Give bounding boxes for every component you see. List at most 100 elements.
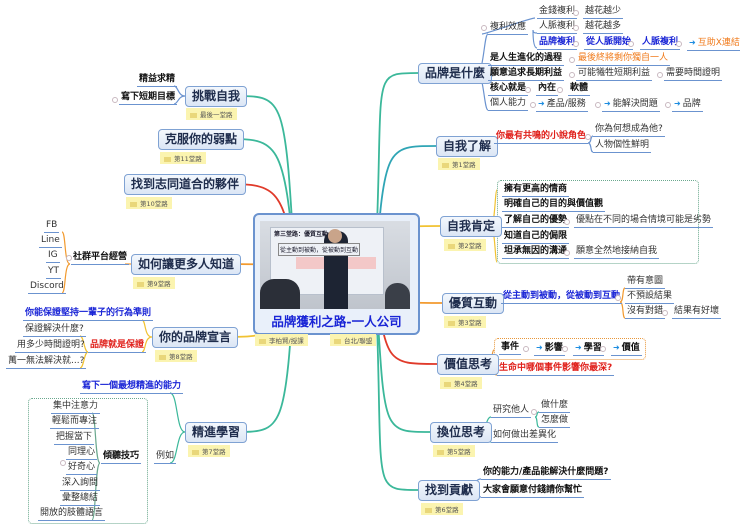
topic-learn-note: 第7堂路: [188, 445, 230, 457]
distinct-personality: 人物個性鮮明: [593, 140, 652, 153]
topic-brand[interactable]: 品牌是什麼: [418, 63, 493, 84]
branch-line: [481, 17, 538, 49]
branch-line: [61, 231, 71, 294]
topic-challenge[interactable]: 挑戰自我: [185, 86, 248, 107]
no-preset-result: 不預設結果: [625, 291, 675, 304]
affirm-item: 知道自己的侷限: [502, 231, 570, 244]
central-topic[interactable]: 第三堂路：優質互動 從主動到被動，從被動到互動 品牌獲利之路-一人公司: [253, 213, 420, 335]
connector-dot-icon: [676, 41, 682, 47]
topic-self-affirm-note: 第2堂路: [444, 239, 486, 251]
do-what: 做什麼: [539, 400, 571, 413]
connector-dot-icon: [600, 346, 606, 352]
platform-yt: YT: [46, 266, 61, 279]
connector-dot-icon: [628, 41, 634, 47]
connector-dot-icon: [662, 310, 668, 316]
how-to-do: 怎麼做: [539, 415, 571, 428]
pay-for-help: 大家會願意付錢請你幫忙: [481, 485, 585, 498]
connector-dot-icon: [562, 346, 568, 352]
connector-dot-icon: [564, 250, 570, 256]
lecture-photo: 第三堂路：優質互動 從主動到被動，從被動到互動: [260, 221, 410, 309]
branch-line: [534, 411, 540, 428]
life-event-question: 生命中哪個事件影響你最深?: [497, 363, 615, 376]
connector-dot-icon: [569, 72, 575, 78]
core-is: 核心就是: [488, 83, 529, 96]
connector-dot-icon: [531, 409, 537, 415]
accept-self: 願意全然地接納自我: [574, 246, 660, 259]
connector-dot-icon: [525, 87, 531, 93]
branch-line: [587, 135, 594, 153]
sacrifice-short-term: 可能犧牲短期利益: [576, 68, 653, 81]
with-intent: 帶有意圖: [625, 276, 666, 289]
branch-line: [374, 271, 419, 491]
write-ability: 寫下一個最想精進的能力: [80, 381, 184, 394]
spend-less: 越花越少: [583, 6, 624, 19]
branch-line: [169, 392, 186, 464]
connector-dot-icon: [615, 295, 621, 301]
personal-ability: 個人能力: [488, 98, 529, 111]
mutual-connection: 互助X連結: [687, 37, 740, 51]
results-vary: 結果有好壞: [672, 306, 722, 319]
needs-time: 需要時間證明: [664, 68, 723, 81]
topic-challenge-note: 最後一堂路: [186, 108, 237, 120]
listening-skill-item: 彙整總結: [60, 493, 101, 506]
connector-dot-icon: [481, 25, 487, 31]
topic-interact[interactable]: 優質互動: [442, 293, 505, 314]
connector-dot-icon: [595, 102, 601, 108]
connector-dot-icon: [60, 460, 66, 466]
topic-declare[interactable]: 你的品牌宣言: [152, 327, 239, 348]
topic-perspective[interactable]: 換位思考: [430, 422, 493, 443]
topic-declare-note: 第8堂路: [155, 350, 197, 362]
study-others: 研究他人: [491, 405, 532, 418]
connector-dot-icon: [66, 255, 72, 261]
strength-weakness: 優點在不同的場合情境可能是劣勢: [574, 215, 714, 228]
topic-self-affirm[interactable]: 自我肯定: [440, 216, 503, 237]
topic-interact-note: 第3堂路: [444, 316, 486, 328]
resonant-character: 你最有共鳴的小說角色: [494, 131, 589, 144]
topic-self-know[interactable]: 自我了解: [436, 136, 499, 157]
connector-dot-icon: [530, 102, 536, 108]
topic-partner[interactable]: 找到志同道合的夥伴: [124, 174, 247, 195]
brand-is-guarantee: 品牌就是保證: [88, 340, 147, 353]
listening-skill-item: 深入詢問: [60, 478, 101, 491]
why-become: 你為何想成為他?: [593, 124, 665, 137]
software: 軟體: [568, 83, 591, 96]
platform-line: Line: [39, 235, 62, 248]
write-short-goal: 寫下短期目標: [119, 92, 178, 105]
solve-what-question: 你的能力/產品能解決什麼問題?: [481, 467, 611, 480]
connector-dot-icon: [564, 219, 570, 225]
how-long-prove: 用多少時間證明?: [15, 340, 87, 353]
if-fail: 萬一無法解決就...?: [6, 356, 87, 369]
listening-skill-item: 輕鬆而專注: [50, 416, 100, 430]
listening-skills-group: [28, 398, 148, 524]
lifelong-rule: 你能保證堅持一輩子的行為準則: [23, 308, 154, 321]
topic-contribute-note: 第6堂路: [421, 503, 463, 515]
brand: 品牌: [672, 98, 703, 112]
listening-skill-item: 同理心: [66, 447, 98, 460]
topic-weakness[interactable]: 克服你的弱點: [158, 129, 245, 150]
connector-dot-icon: [573, 10, 579, 16]
connector-dot-icon: [665, 102, 671, 108]
topic-partner-note: 第10堂路: [126, 197, 172, 209]
topic-value-note: 第4堂路: [440, 377, 482, 389]
money-compound: 金錢複利: [537, 6, 578, 19]
topic-known[interactable]: 如何讓更多人知道: [131, 254, 242, 275]
long-term-benefit: 願意追求長期利益: [488, 68, 565, 81]
brand-compound: 品牌複利: [537, 37, 578, 50]
active-to-interactive: 從主動到被動，從被動到互動: [501, 291, 623, 304]
affirm-item: 擁有更高的情商: [502, 184, 570, 197]
people-compound-2: 人脈複利: [640, 37, 681, 50]
topic-self-know-note: 第1堂路: [438, 158, 480, 170]
topic-value[interactable]: 價值思考: [437, 354, 500, 375]
guarantee-what: 保證解決什麼?: [23, 324, 86, 337]
solve-problem: 能解決問題: [602, 98, 660, 112]
listening-skill: 傾聽技巧: [101, 451, 142, 464]
topic-learn[interactable]: 精進學習: [185, 422, 248, 443]
excellence: 精益求精: [137, 74, 178, 87]
listening-skill-item: 集中注意力: [51, 401, 101, 414]
spend-more: 越花越多: [583, 21, 624, 34]
topic-weakness-note: 第11堂路: [160, 152, 206, 164]
topic-contribute[interactable]: 找到貢獻: [418, 480, 481, 501]
event: 事件: [499, 342, 522, 355]
platform-discord: Discord: [28, 281, 66, 294]
value-chain-group: [494, 338, 646, 360]
